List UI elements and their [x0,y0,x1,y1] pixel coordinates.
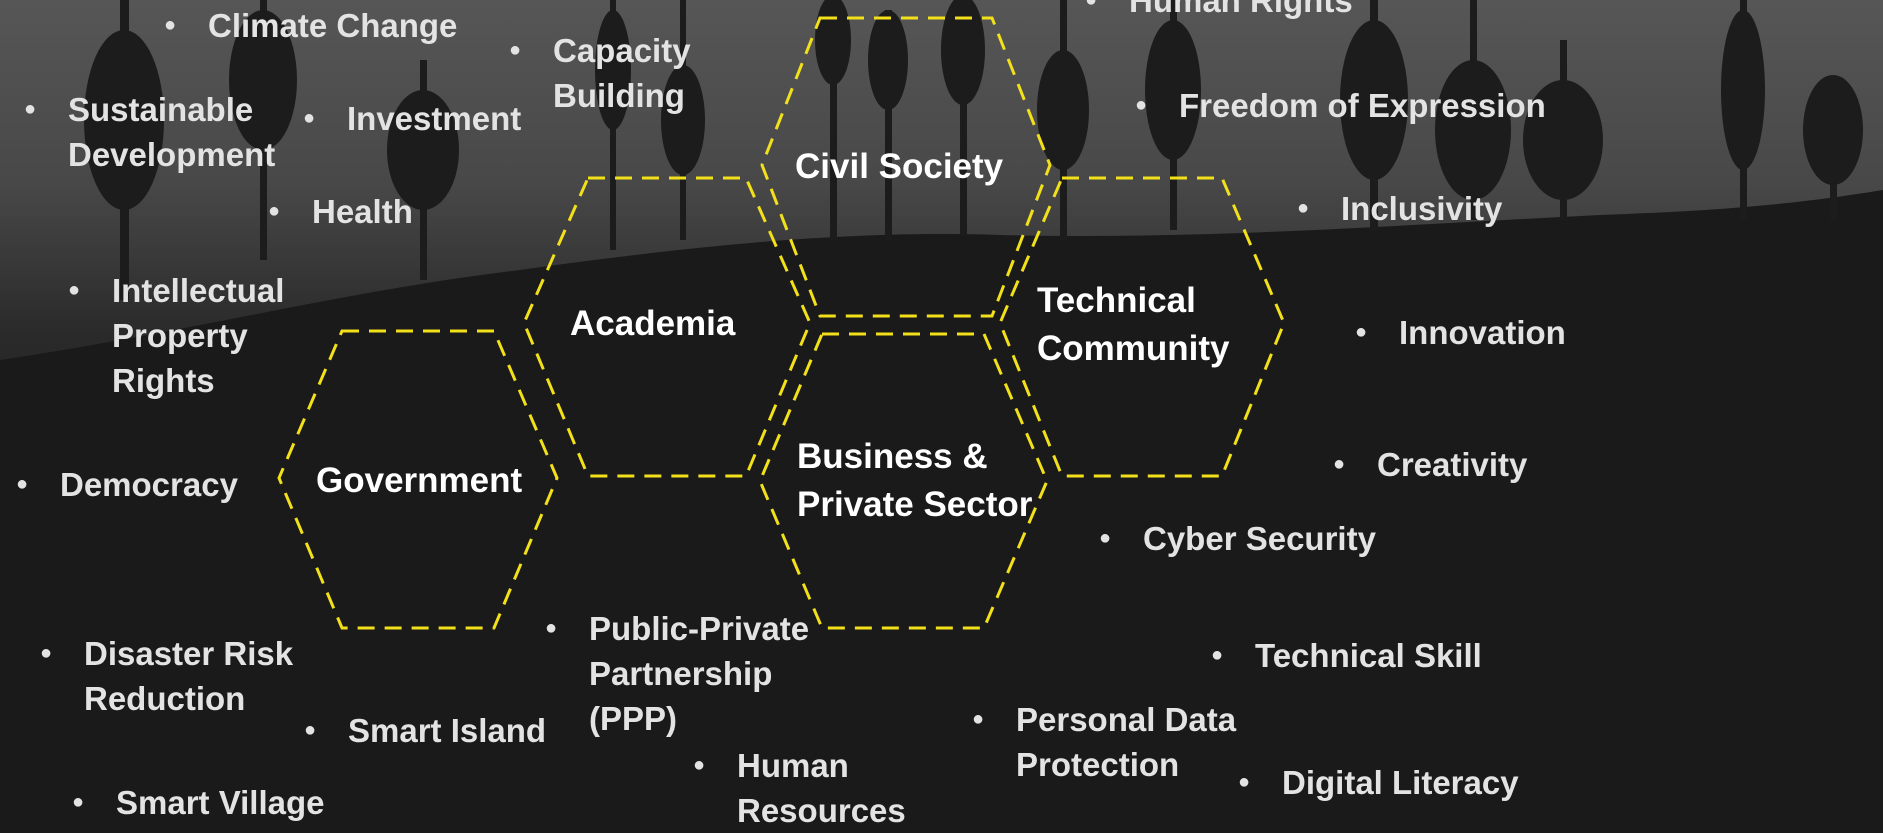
hexagon-government [277,329,559,630]
topic-human-resources: Human Resources [693,743,906,833]
topic-freedom-of-expression: Freedom of Expression [1135,83,1546,128]
topic-personal-data-protection: Personal Data Protection [972,697,1236,787]
topic-health: Health [268,189,413,234]
topic-democracy: Democracy [16,462,238,507]
topic-inclusivity: Inclusivity [1297,186,1502,231]
topic-innovation: Innovation [1355,310,1566,355]
topic-disaster-risk-reduction: Disaster Risk Reduction [40,631,293,721]
topic-intellectual-property-rights: Intellectual Property Rights [68,268,284,403]
sector-label-business-private-sector: Business & Private Sector [797,437,1033,524]
sector-label-technical-community: Technical Community [1037,281,1230,368]
topic-capacity-building: Capacity Building [509,28,691,118]
topic-human-rights: Human Rights [1085,0,1353,23]
topic-investment: Investment [303,96,521,141]
sector-label-civil-society: Civil Society [795,147,1004,186]
topic-digital-literacy: Digital Literacy [1238,760,1519,805]
topic-smart-island: Smart Island [304,708,546,753]
sector-label-government: Government [316,461,523,500]
topic-climate-change: Climate Change [164,3,457,48]
topic-creativity: Creativity [1333,442,1527,487]
topic-public-private-partnership: Public-Private Partnership (PPP) [545,606,809,741]
sector-label-academia: Academia [570,304,736,343]
hexagon-civil-society [760,16,1052,318]
topic-technical-skill: Technical Skill [1211,633,1482,678]
topic-cyber-security: Cyber Security [1099,516,1376,561]
hexagon-business-private-sector [758,332,1049,630]
topic-sustainable-development: Sustainable Development [24,87,275,177]
topic-smart-village: Smart Village [72,780,325,825]
